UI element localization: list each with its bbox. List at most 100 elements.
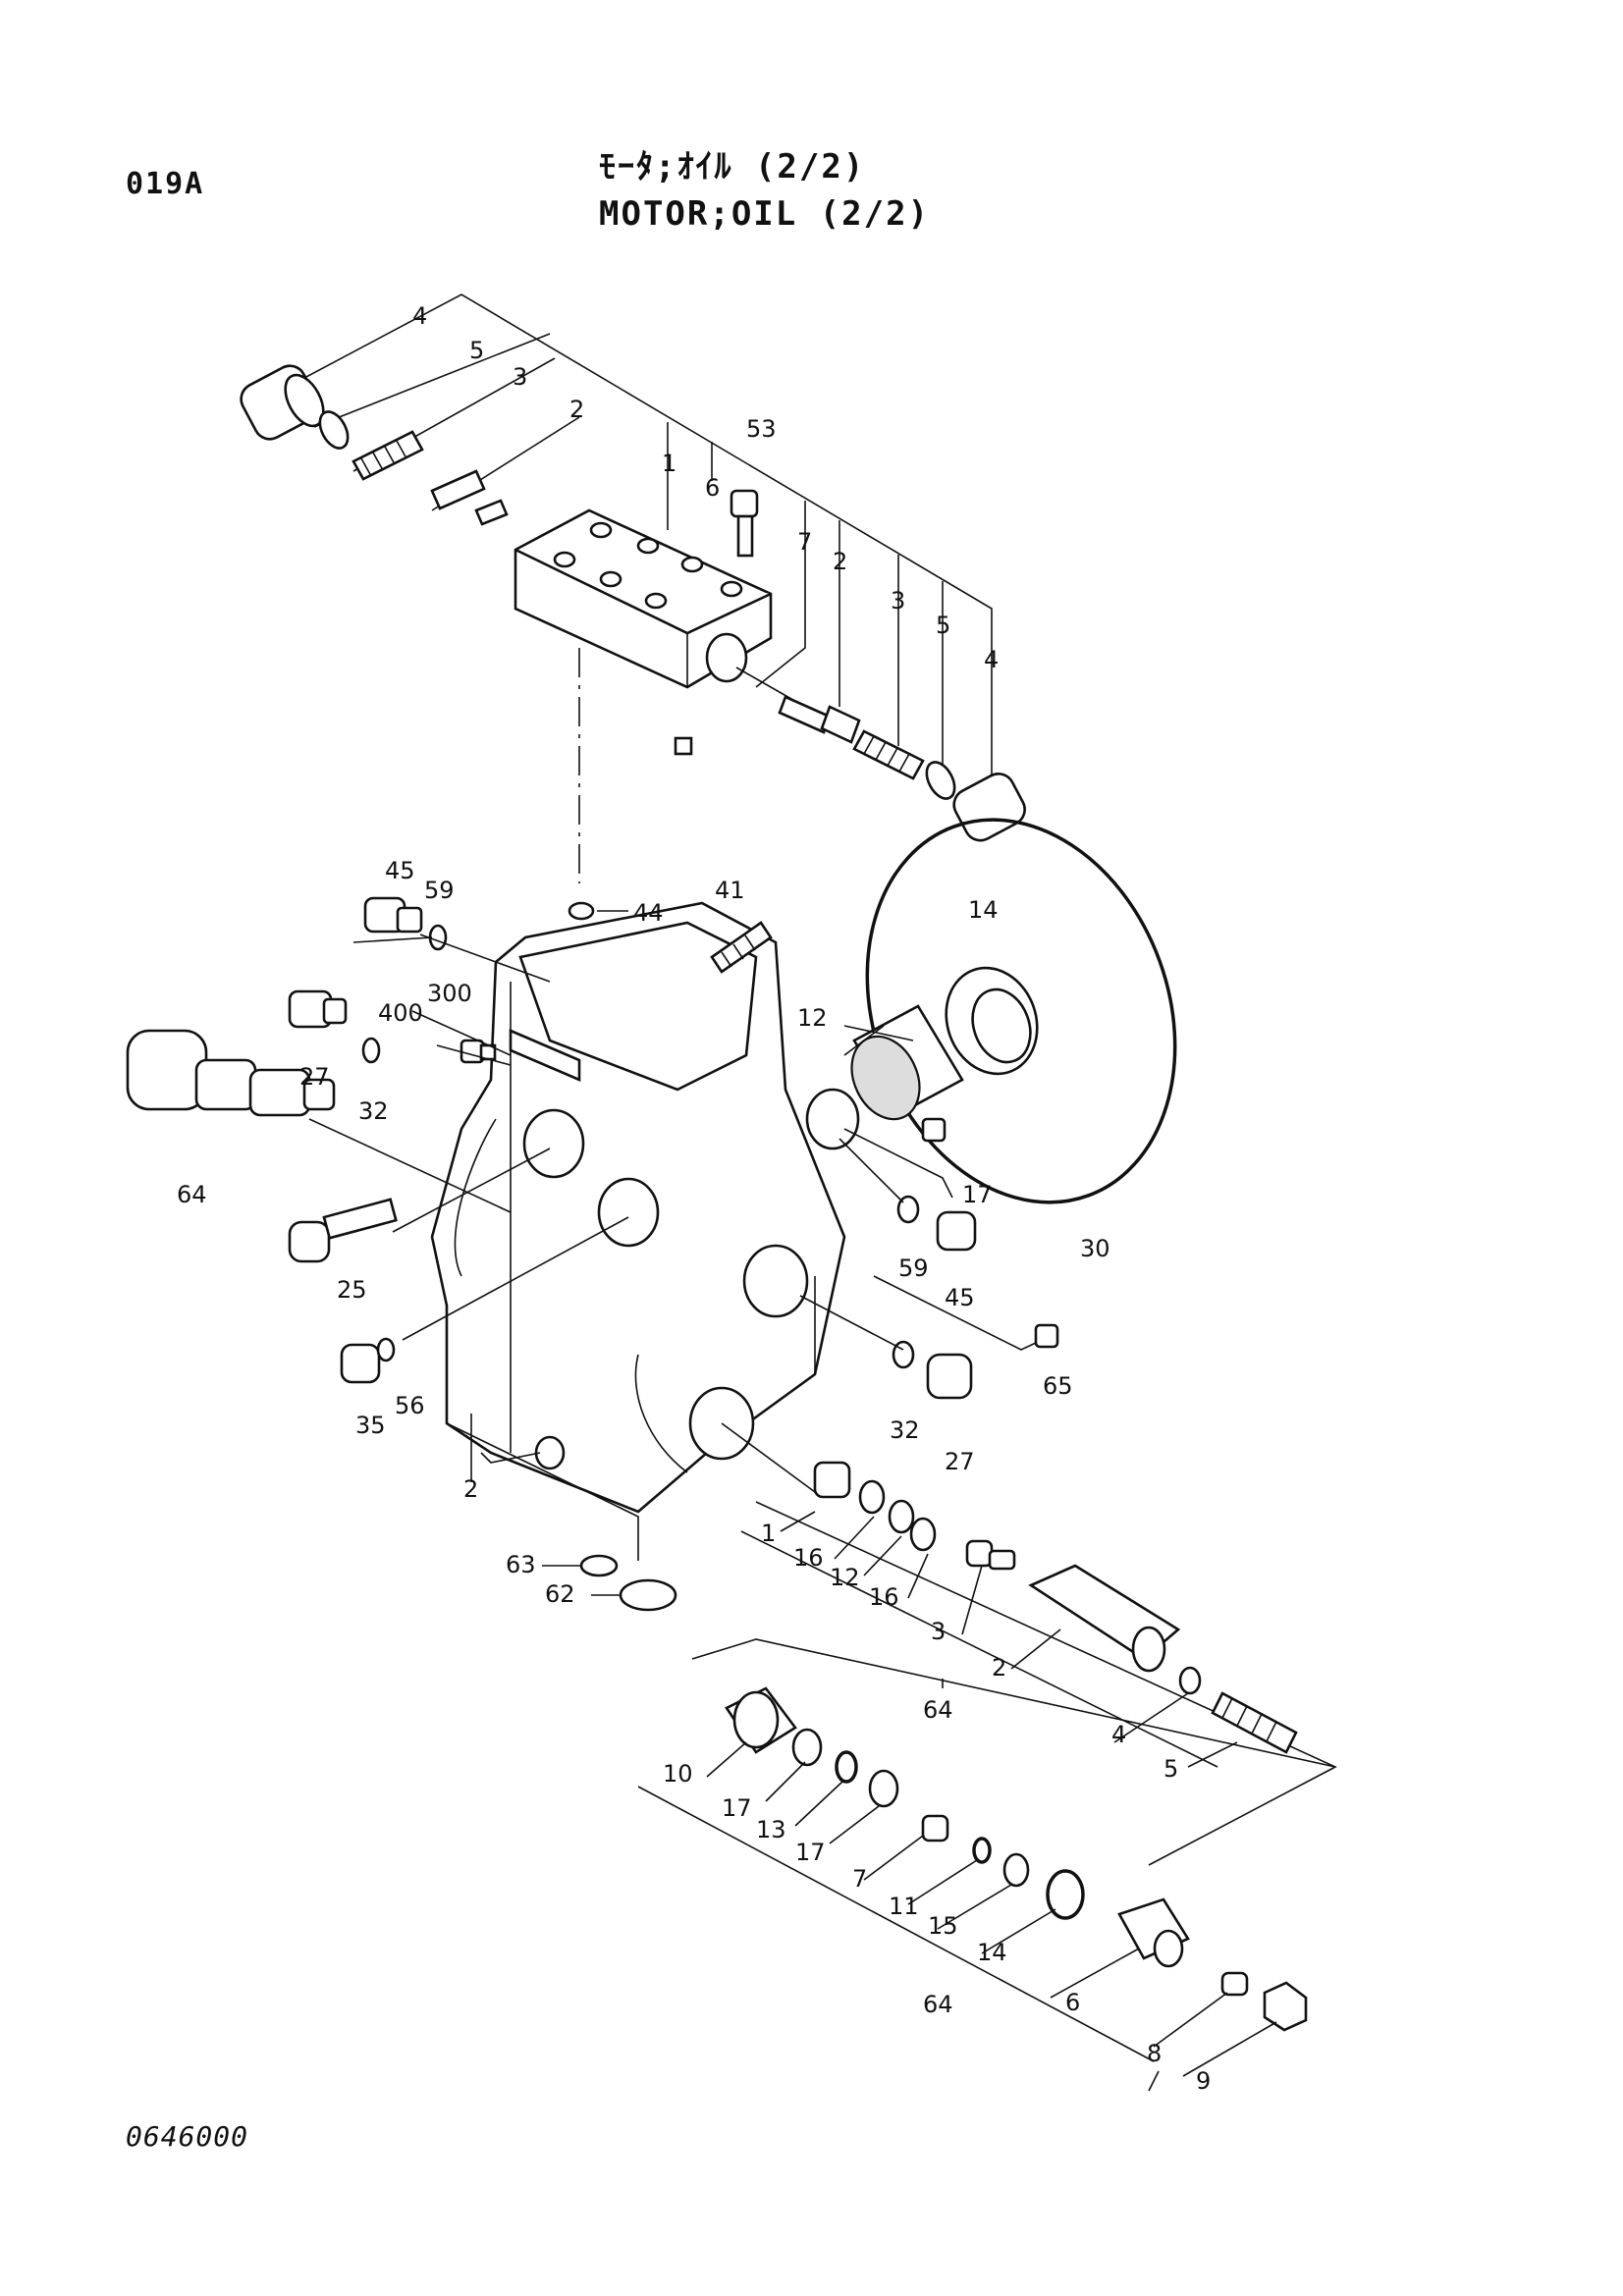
callout-13: 13 bbox=[756, 1816, 786, 1843]
valve-assy-part-64-left bbox=[126, 1029, 336, 1117]
callout-14: 14 bbox=[968, 896, 999, 924]
title-english: MOTOR;OIL (2/2) bbox=[599, 194, 931, 234]
callout-56: 56 bbox=[395, 1392, 425, 1419]
callout-15: 15 bbox=[928, 1912, 958, 1940]
o-ring-part-32-right bbox=[892, 1340, 915, 1369]
lower-assy-1-parts bbox=[813, 1461, 1298, 1754]
poppet-part-2-top bbox=[430, 469, 509, 526]
top-bracket-lines bbox=[303, 294, 993, 775]
callout-62: 62 bbox=[545, 1580, 575, 1608]
callout-27-right: 27 bbox=[945, 1448, 975, 1475]
callout-17a: 17 bbox=[722, 1794, 752, 1822]
poppet-part-2-right bbox=[778, 695, 861, 744]
callout-59-right: 59 bbox=[898, 1255, 929, 1282]
callout-2-housing: 2 bbox=[463, 1475, 478, 1503]
callout-2-lower: 2 bbox=[992, 1654, 1006, 1682]
callout-300: 300 bbox=[427, 980, 472, 1007]
plug-part-27-right bbox=[926, 1353, 973, 1400]
callout-1-top: 1 bbox=[662, 450, 676, 477]
o-ring-part-56 bbox=[376, 1337, 396, 1362]
plug-part-27-left bbox=[288, 989, 348, 1029]
lower-assy-2-parts bbox=[725, 1686, 1308, 2032]
callout-59-top: 59 bbox=[424, 877, 455, 904]
callout-10: 10 bbox=[663, 1760, 693, 1788]
o-ring-part-62 bbox=[619, 1578, 677, 1612]
callout-17: 17 bbox=[962, 1181, 993, 1208]
callout-12-top: 12 bbox=[797, 1004, 828, 1032]
callout-6: 6 bbox=[705, 474, 720, 502]
lower-assy-2-leaders bbox=[706, 1741, 1277, 2077]
callout-32-right: 32 bbox=[890, 1416, 920, 1444]
callout-3-lower: 3 bbox=[931, 1618, 946, 1645]
callout-25: 25 bbox=[337, 1276, 367, 1304]
callout-17b: 17 bbox=[795, 1839, 826, 1866]
spring-part-3-right bbox=[852, 729, 925, 780]
lower-assy-1-leaders bbox=[780, 1511, 1238, 1768]
callout-32-left: 32 bbox=[358, 1097, 389, 1125]
o-ring-part-5-top bbox=[318, 410, 350, 450]
callout-5-right: 5 bbox=[936, 612, 950, 639]
drawing-number: 0646000 bbox=[126, 2120, 249, 2153]
housing-leader-lines bbox=[308, 910, 1037, 1596]
o-ring-part-44 bbox=[568, 901, 595, 921]
callout-11: 11 bbox=[889, 1893, 919, 1920]
callout-16a: 16 bbox=[793, 1544, 824, 1572]
spring-part-3-top bbox=[352, 430, 424, 481]
callout-53: 53 bbox=[746, 415, 777, 443]
callout-1-lower: 1 bbox=[761, 1520, 776, 1547]
callout-12-lower: 12 bbox=[830, 1564, 860, 1591]
callout-8: 8 bbox=[1147, 2040, 1162, 2067]
callout-27-left: 27 bbox=[299, 1063, 330, 1091]
plug-part-45-top bbox=[363, 896, 423, 934]
callout-45-top: 45 bbox=[385, 857, 415, 884]
bolt-part-25 bbox=[288, 1198, 398, 1263]
callout-labels: 4 5 3 2 53 1 6 7 2 3 5 4 45 59 44 41 14 … bbox=[177, 302, 1211, 2095]
callout-4-lower: 4 bbox=[1111, 1721, 1126, 1748]
callout-45-right: 45 bbox=[945, 1284, 975, 1311]
spring-part-41 bbox=[710, 921, 773, 974]
callout-9: 9 bbox=[1196, 2067, 1211, 2095]
plug-part-65 bbox=[1034, 1323, 1059, 1349]
callout-14-lower: 14 bbox=[977, 1939, 1007, 1966]
callout-3-right: 3 bbox=[891, 587, 905, 614]
callout-4-top: 4 bbox=[412, 302, 427, 330]
lower-assy-2-bracket bbox=[637, 1638, 1336, 2092]
title-japanese: ﾓｰﾀ;ｵｲﾙ (2/2) bbox=[599, 147, 866, 187]
callout-2-right: 2 bbox=[833, 548, 847, 575]
callout-3-top: 3 bbox=[513, 363, 527, 391]
plug-part-4-top bbox=[240, 364, 325, 441]
callout-64-middle: 64 bbox=[923, 1696, 953, 1724]
bearing-retainer-part-14 bbox=[945, 966, 1039, 1076]
callout-64-bottom: 64 bbox=[923, 1991, 953, 2018]
o-ring-part-63 bbox=[579, 1554, 619, 1577]
callout-30: 30 bbox=[1080, 1235, 1110, 1262]
valve-block-part-1 bbox=[514, 508, 773, 689]
callout-7: 7 bbox=[797, 528, 812, 556]
plug-part-7 bbox=[674, 736, 693, 756]
page-code: 019A bbox=[126, 167, 205, 201]
callout-64-left: 64 bbox=[177, 1181, 207, 1208]
callout-41: 41 bbox=[715, 877, 745, 904]
callout-7-lower: 7 bbox=[852, 1865, 867, 1893]
plug-part-45-right bbox=[936, 1210, 977, 1252]
plug-part-35 bbox=[340, 1343, 381, 1384]
plug-part-4-right bbox=[952, 773, 1026, 842]
callout-65: 65 bbox=[1043, 1372, 1073, 1400]
callout-4-right: 4 bbox=[984, 646, 999, 673]
callout-5-top: 5 bbox=[469, 337, 484, 364]
o-ring-part-5-right bbox=[925, 761, 956, 800]
callout-63: 63 bbox=[506, 1551, 536, 1578]
callout-44: 44 bbox=[633, 899, 664, 927]
callout-16b: 16 bbox=[869, 1583, 899, 1611]
callout-35: 35 bbox=[355, 1412, 386, 1439]
callout-400: 400 bbox=[378, 999, 423, 1027]
pin-part-17 bbox=[921, 1117, 947, 1143]
bolt-part-6 bbox=[730, 489, 759, 558]
callout-2-top: 2 bbox=[569, 396, 584, 423]
o-ring-part-59-right bbox=[896, 1195, 920, 1224]
callout-6-lower: 6 bbox=[1065, 1989, 1080, 2016]
callout-5-lower: 5 bbox=[1163, 1755, 1178, 1783]
o-ring-part-59-top bbox=[428, 924, 448, 951]
o-ring-part-32-left bbox=[361, 1037, 381, 1064]
